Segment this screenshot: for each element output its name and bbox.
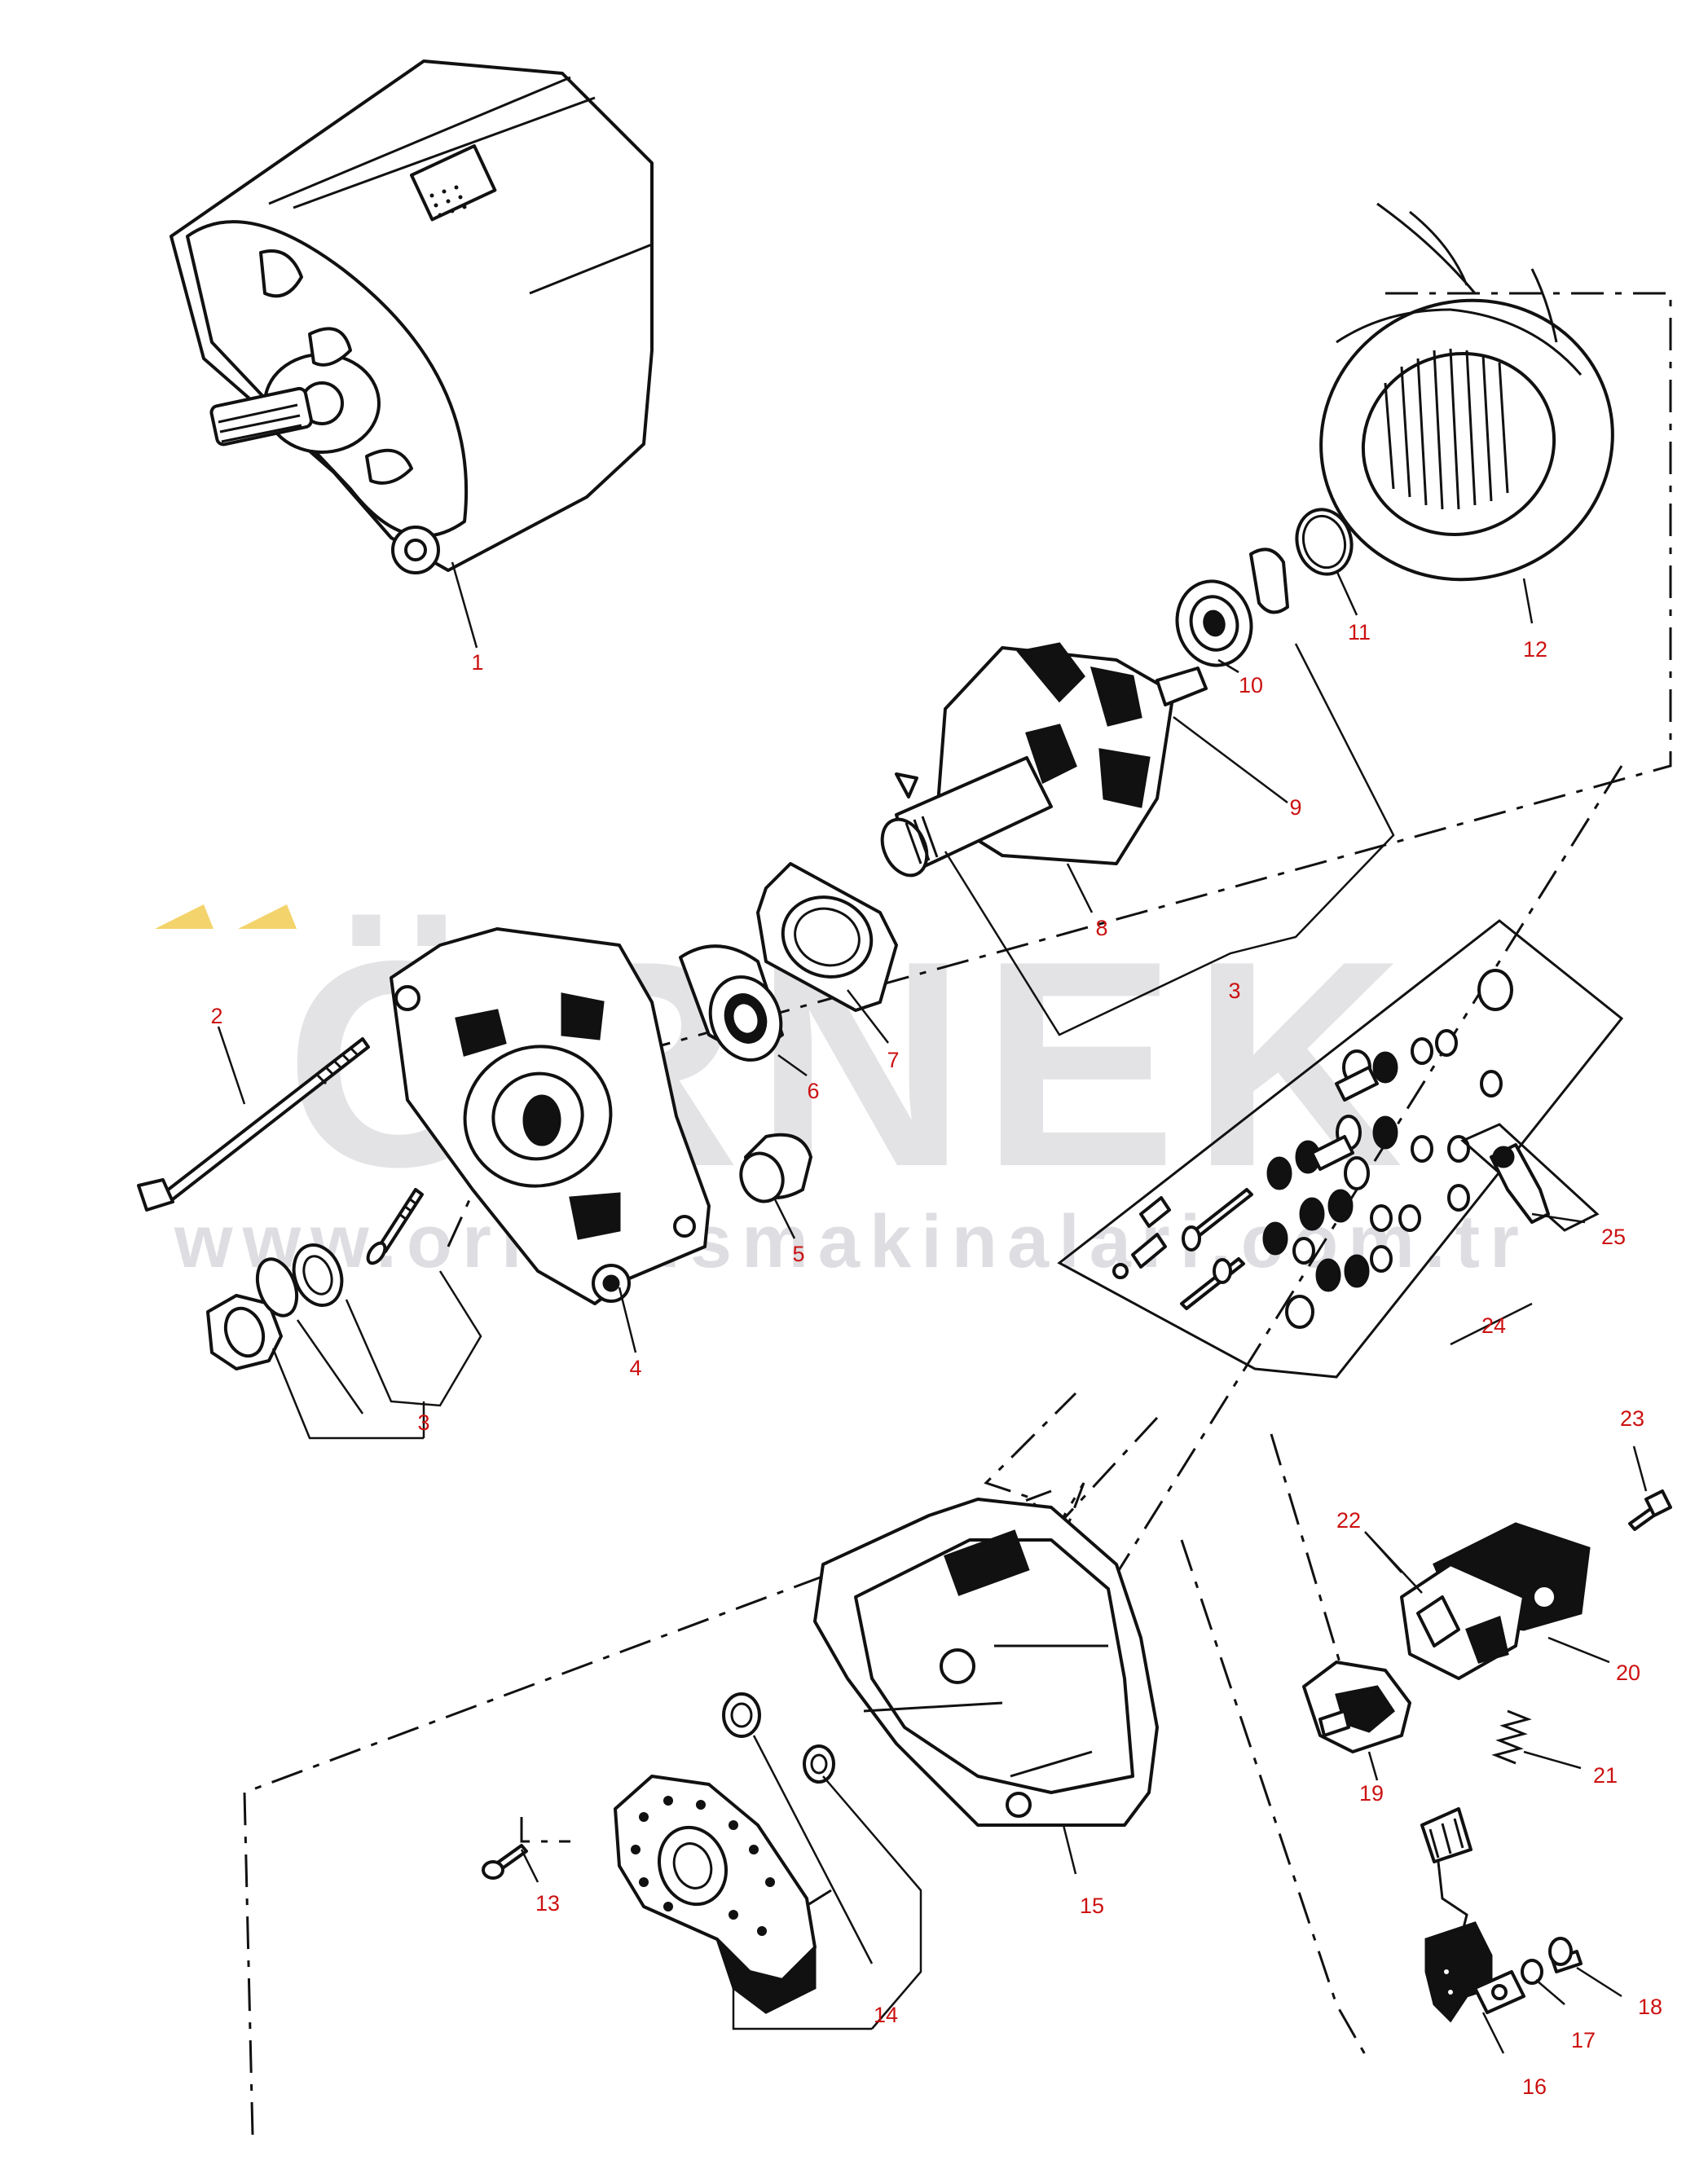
callout-1: 1 (471, 650, 483, 675)
front-bearing-plate (756, 862, 898, 1012)
callout-numbers: 1 2 3 4 5 6 7 8 9 3 10 11 12 13 14 15 16… (210, 620, 1662, 2099)
alternator-assembly (169, 59, 654, 574)
callout-5: 5 (792, 1242, 804, 1266)
brush-spring (1491, 1709, 1532, 1765)
callout-4: 4 (629, 1356, 641, 1380)
callout-15: 15 (1080, 1894, 1104, 1918)
callout-17: 17 (1571, 2028, 1596, 2052)
kit-bolts (1112, 1066, 1379, 1310)
front-bearing (679, 944, 784, 1062)
callout-8: 8 (1095, 916, 1107, 940)
callout-3-rotor: 3 (1228, 979, 1240, 1003)
rotor (880, 642, 1208, 878)
callout-19: 19 (1359, 1781, 1384, 1806)
rectifier-screw (482, 1844, 528, 1880)
callout-12: 12 (1523, 637, 1547, 662)
regulator-screw (1628, 1489, 1672, 1531)
stator (1319, 202, 1614, 582)
callout-18: 18 (1638, 1995, 1662, 2019)
suppression-capacitor (1420, 1807, 1583, 2023)
callout-2: 2 (210, 1004, 222, 1028)
terminal-lug (1460, 1123, 1600, 1232)
callout-22: 22 (1336, 1508, 1361, 1533)
callout-11: 11 (1348, 620, 1371, 644)
small-screw (366, 1188, 424, 1265)
through-bolt (137, 1037, 370, 1212)
callout-25: 25 (1601, 1225, 1626, 1249)
callout-16: 16 (1522, 2074, 1547, 2099)
callout-21: 21 (1593, 1763, 1618, 1788)
rear-bearing (1175, 579, 1253, 667)
callout-24: 24 (1481, 1313, 1506, 1338)
watermark-accent-left (155, 904, 214, 929)
drive-end-housing (390, 927, 711, 1305)
callout-3-nut: 3 (417, 1410, 429, 1435)
callout-10: 10 (1239, 673, 1263, 697)
watermark-url: www.ornekismakinalari.com.tr (174, 1200, 1529, 1283)
callout-13: 13 (535, 1891, 560, 1916)
bearing-retainer-plate (1249, 548, 1289, 614)
voltage-regulator (1400, 1522, 1591, 1680)
callout-20: 20 (1616, 1661, 1640, 1685)
brush-holder (1302, 1661, 1411, 1753)
rectifier-bridge (614, 1692, 835, 2014)
callout-7: 7 (887, 1048, 899, 1072)
nut-and-washers (206, 1243, 344, 1370)
callout-9: 9 (1289, 795, 1301, 820)
hardware-kit (1057, 919, 1624, 1379)
bushing (739, 1133, 812, 1203)
slip-ring-end-housing (813, 1498, 1159, 1827)
leader-lines (217, 561, 1648, 2054)
callout-14: 14 (874, 2003, 898, 2027)
watermark-accent-right (238, 904, 297, 929)
retaining-ring (1295, 508, 1354, 576)
callout-23: 23 (1620, 1406, 1644, 1431)
callout-6: 6 (807, 1079, 819, 1103)
assembly-dash-lines (243, 292, 1672, 2136)
